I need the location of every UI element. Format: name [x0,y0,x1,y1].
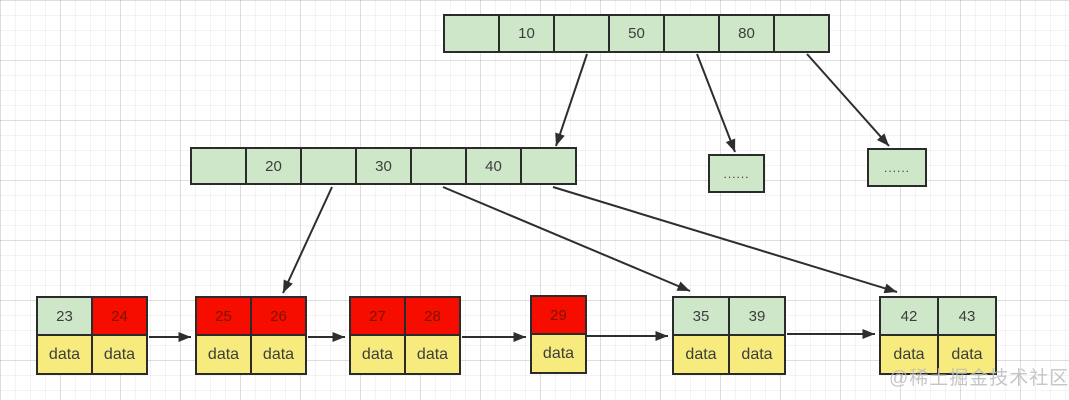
key-cell-40: 40 [465,147,522,185]
key-cell-24: 24 [91,296,148,336]
key-cell-25: 25 [195,296,252,336]
key-cell-28: 28 [404,296,461,336]
leaf-key-row: 29 [530,295,587,335]
data-cell: data [879,334,939,375]
arrow-level2-pointer-to-leaf-35-39 [442,186,691,292]
data-cell: data [728,334,786,375]
pointer-cell [663,14,720,53]
arrow-level2-pointer-to-leaf-25-26 [282,186,333,294]
key-cell-80: 80 [718,14,775,53]
arrow-level2-pointer-to-leaf-42-43 [552,186,898,294]
arrow-root-pointer-to-ellipsis-right [806,53,890,147]
pointer-cell [410,147,467,185]
level2-node: 20 30 40 [190,147,577,185]
ellipsis-left-node: ...... [708,154,765,193]
key-cell-20: 20 [245,147,302,185]
data-cell: data [250,334,307,375]
pointer-cell [300,147,357,185]
arrow-root-pointer-to-ellipsis-left [696,53,736,153]
data-cell: data [195,334,252,375]
key-cell-26: 26 [250,296,307,336]
watermark: @稀土掘金技术社区 [889,368,1069,389]
data-cell: data [530,333,587,374]
key-cell-35: 35 [672,296,730,336]
key-cell-30: 30 [355,147,412,185]
key-cell-42: 42 [879,296,939,336]
arrow-root-pointer-to-level2 [555,53,588,147]
data-cell: data [36,334,93,375]
key-cell-29: 29 [530,295,587,335]
key-cell-23: 23 [36,296,93,336]
data-cell: data [91,334,148,375]
data-cell: data [404,334,461,375]
key-cell-50: 50 [608,14,665,53]
pointer-cell [520,147,577,185]
data-cell: data [672,334,730,375]
ellipsis-right-node: ...... [867,148,927,187]
leaf-data-row: data [530,333,587,374]
pointer-cell [553,14,610,53]
root-node: 10 50 80 [443,14,830,53]
key-cell-39: 39 [728,296,786,336]
key-cell-43: 43 [937,296,997,336]
pointer-cell [190,147,247,185]
key-cell-27: 27 [349,296,406,336]
key-cell-10: 10 [498,14,555,53]
pointer-cell [773,14,830,53]
data-cell: data [937,334,997,375]
data-cell: data [349,334,406,375]
pointer-cell [443,14,500,53]
